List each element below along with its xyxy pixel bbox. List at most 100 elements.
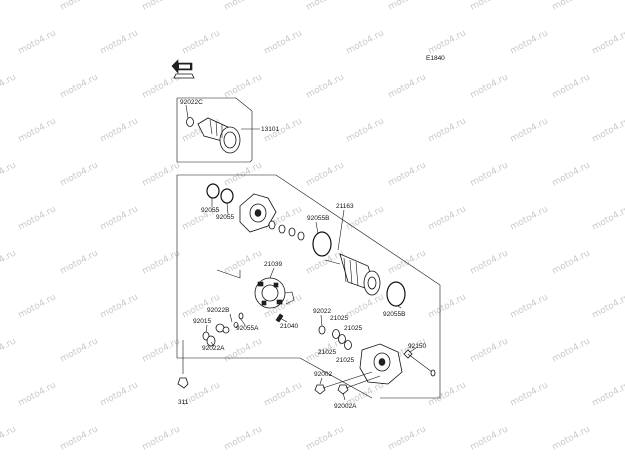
watermark-text: moto4.ru [387, 0, 428, 13]
label-92022a: 92022A [202, 345, 225, 352]
watermark-text: moto4.ru [59, 72, 100, 100]
watermark-text: moto4.ru [509, 380, 550, 408]
watermark-text: moto4.ru [305, 72, 346, 100]
watermark-text: moto4.ru [387, 72, 428, 100]
label-21025-d: 21025 [336, 357, 354, 364]
watermark-text: moto4.ru [345, 116, 386, 144]
watermark-text: moto4.ru [141, 424, 182, 452]
watermark-text: moto4.ru [99, 380, 140, 408]
brush-holder-part [216, 269, 295, 309]
watermark-text: moto4.ru [469, 160, 510, 188]
watermark-text: moto4.ru [427, 380, 468, 408]
watermark-text: moto4.ru [427, 28, 468, 56]
watermark-text: moto4.ru [469, 424, 510, 452]
label-21163: 21163 [336, 203, 354, 210]
label-92055b-bottom: 92055B [383, 311, 405, 318]
watermark-text: moto4.ru [509, 292, 550, 320]
label-92055-a: 92055 [201, 207, 219, 214]
watermark-text: moto4.ru [427, 292, 468, 320]
washer-stack-top [268, 220, 305, 241]
watermark-text: moto4.ru [469, 72, 510, 100]
watermark-text: moto4.ru [551, 336, 592, 364]
watermark-text: moto4.ru [345, 292, 386, 320]
watermark-text: moto4.ru [591, 292, 625, 320]
label-92022c: 92022C [180, 99, 203, 106]
watermark-text: moto4.ru [509, 116, 550, 144]
label-92015: 92015 [193, 318, 211, 325]
watermark-text: moto4.ru [17, 204, 58, 232]
label-21025-b: 21025 [344, 325, 362, 332]
watermark-text: moto4.ru [0, 72, 18, 100]
label-21025-a: 21025 [330, 315, 348, 322]
label-21039: 21039 [264, 261, 282, 268]
watermark-text: moto4.ru [263, 380, 304, 408]
watermark-text: moto4.ru [141, 160, 182, 188]
watermark-text: moto4.ru [305, 160, 346, 188]
front-arrow-icon [171, 59, 195, 79]
watermark-text: moto4.ru [223, 160, 264, 188]
watermark-text: moto4.ru [141, 248, 182, 276]
watermark-text: moto4.ru [223, 336, 264, 364]
watermark-text: moto4.ru [551, 424, 592, 452]
label-92022: 92022 [313, 308, 331, 315]
label-311: 311 [178, 399, 189, 406]
front-cover-part [239, 193, 277, 233]
watermark-text: moto4.ru [0, 424, 18, 452]
yoke-armature-part [324, 253, 381, 296]
watermark-text: moto4.ru [305, 248, 346, 276]
watermark-text: moto4.ru [17, 116, 58, 144]
watermark-text: moto4.ru [0, 0, 18, 13]
label-92055b-top: 92055B [307, 215, 329, 222]
watermark-text: moto4.ru [17, 292, 58, 320]
label-21040: 21040 [280, 323, 298, 330]
watermark-text: moto4.ru [427, 116, 468, 144]
watermark-text: moto4.ru [591, 28, 625, 56]
through-bolts-left [314, 371, 381, 395]
watermark-text: moto4.ru [509, 28, 550, 56]
leader-lines [185, 104, 417, 401]
watermark-text: moto4.ru [591, 380, 625, 408]
watermark-text: moto4.ru [551, 72, 592, 100]
watermark-text: moto4.ru [469, 336, 510, 364]
label-92002: 92002 [314, 371, 332, 378]
watermark-text: moto4.ru [59, 0, 100, 13]
o-ring-large-top [312, 231, 332, 257]
watermark-text: moto4.ru [427, 204, 468, 232]
starter-drive-part [186, 117, 241, 154]
watermark-text: moto4.ru [551, 160, 592, 188]
watermark-text: moto4.ru [223, 248, 264, 276]
watermark-text: moto4.ru [99, 292, 140, 320]
watermark-text: moto4.ru [387, 160, 428, 188]
watermark-text: moto4.ru [223, 424, 264, 452]
watermark-text: moto4.ru [17, 380, 58, 408]
watermark-text: moto4.ru [345, 28, 386, 56]
label-92150: 92150 [408, 343, 426, 350]
watermark-text: moto4.ru [591, 116, 625, 144]
label-92055-b: 92055 [216, 214, 234, 221]
watermark-text: moto4.ru [469, 248, 510, 276]
label-92002a: 92002A [334, 403, 357, 410]
washer-stack-bottom [318, 325, 352, 350]
watermark-text: moto4.ru [509, 204, 550, 232]
watermark-text: moto4.ru [263, 28, 304, 56]
label-13101: 13101 [261, 126, 279, 133]
watermark-text: moto4.ru [223, 72, 264, 100]
bolt-311-part [177, 340, 189, 389]
motor-outline-frame [176, 174, 441, 399]
label-92022b: 92022B [207, 307, 229, 314]
watermark-text: moto4.ru [17, 28, 58, 56]
watermark-text: moto4.ru [551, 248, 592, 276]
watermark-text: moto4.ru [223, 0, 264, 13]
label-92055a: 92055A [236, 325, 259, 332]
rear-cover-part [359, 343, 403, 385]
watermark-text: moto4.ru [591, 204, 625, 232]
watermark-text: moto4.ru [305, 0, 346, 13]
watermark-text: moto4.ru [141, 336, 182, 364]
watermark-text: moto4.ru [59, 336, 100, 364]
small-hardware-left [202, 312, 284, 347]
watermark-text: moto4.ru [0, 336, 18, 364]
watermark-text: moto4.ru [59, 160, 100, 188]
drive-assembly-frame [176, 97, 253, 163]
watermark-text: moto4.ru [181, 28, 222, 56]
